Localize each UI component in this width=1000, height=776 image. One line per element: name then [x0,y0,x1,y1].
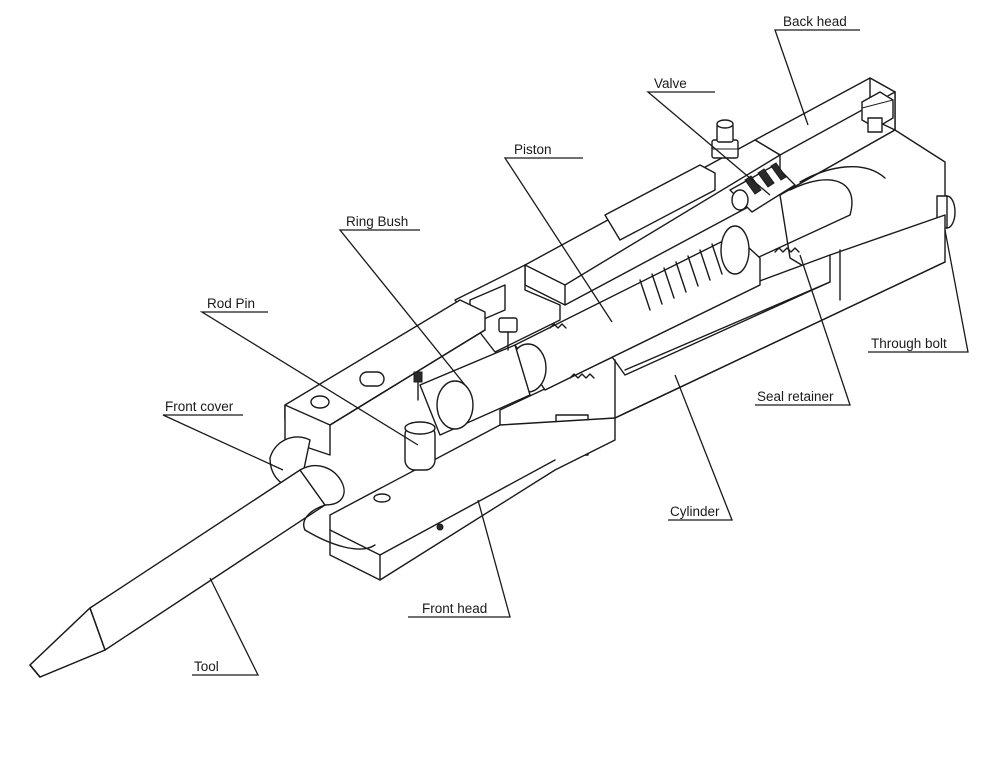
label-through-bolt: Through bolt [871,336,947,351]
leader-ring-bush [338,229,466,386]
label-front-cover: Front cover [165,399,234,414]
cylinder-part [499,179,946,456]
leader-tool [192,577,260,676]
tool-part [29,464,376,678]
leader-seal-retainer [755,254,851,406]
leader-through-bolt [868,229,969,353]
breaker-body [29,77,956,678]
label-front-head: Front head [422,601,487,616]
label-rod-pin: Rod Pin [207,296,255,311]
leader-valve [646,91,771,196]
part-labels: Back head Valve Piston Ring Bush Rod Pin… [165,14,947,674]
back-head-nut [861,91,894,133]
label-piston: Piston [514,142,552,157]
leader-piston [503,157,613,323]
front-head-part [329,417,616,581]
label-back-head: Back head [783,14,847,29]
label-cylinder: Cylinder [670,504,720,519]
label-ring-bush: Ring Bush [346,214,408,229]
leader-cylinder [668,374,733,521]
leader-front-cover [162,414,284,471]
valve-fitting [711,119,739,159]
label-seal-retainer: Seal retainer [757,389,834,404]
rod-pin-part [404,371,436,471]
leader-back-head [774,29,860,126]
leader-rod-pin [199,311,419,446]
label-tool: Tool [194,659,219,674]
leader-front-head [408,499,511,618]
leader-lines [162,29,969,676]
label-valve: Valve [654,76,687,91]
